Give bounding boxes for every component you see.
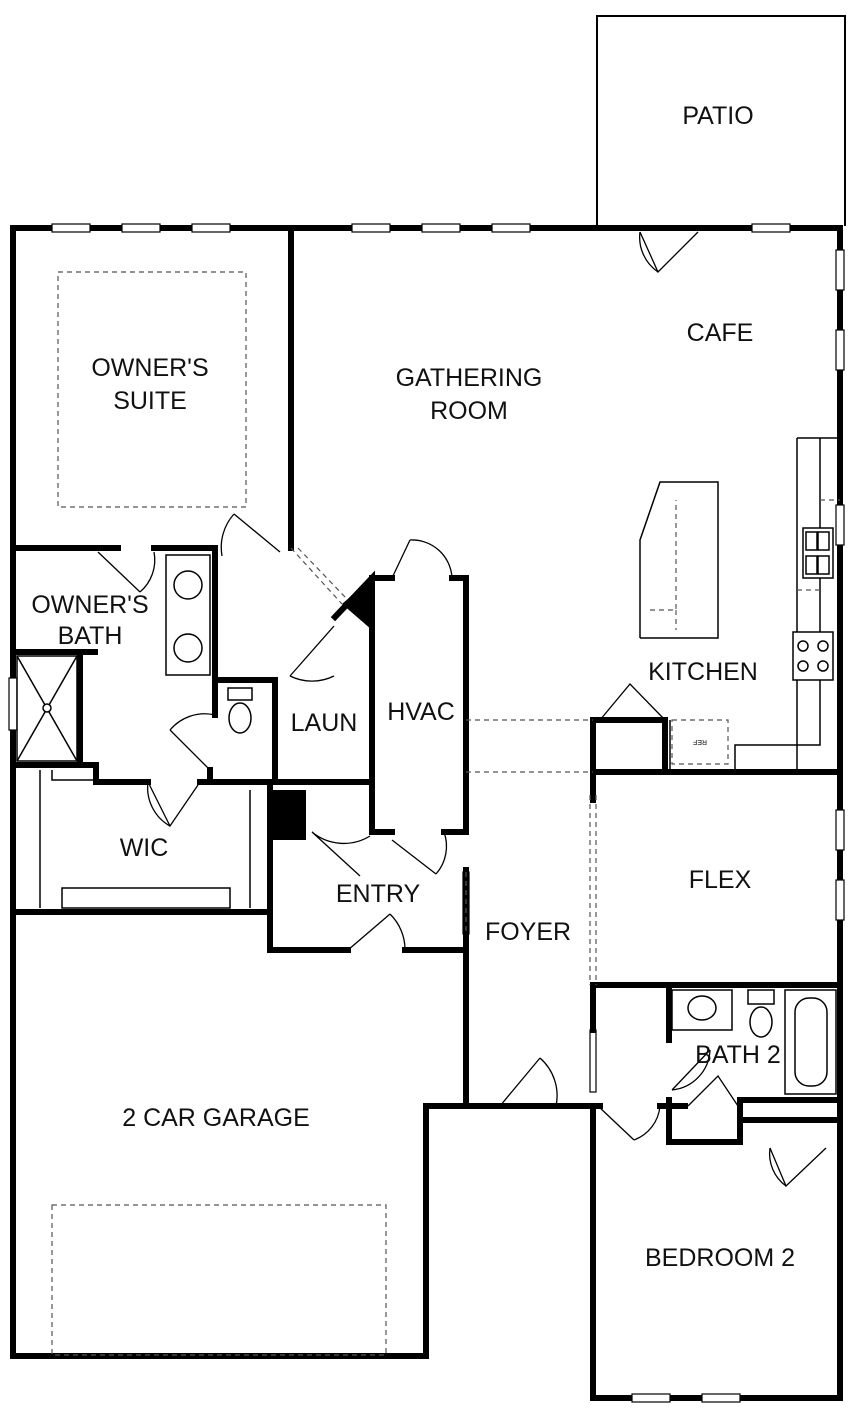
dashed-outlines [51,271,597,1356]
owners-suite-label-line2: SUITE [113,387,187,415]
foyer-label: FOYER [485,918,571,946]
patio-outline [596,15,846,226]
owners-bath-fixtures [16,554,253,762]
bedroom2-label: BEDROOM 2 [645,1244,795,1272]
wic-label: WIC [120,834,169,862]
bath2-label: BATH 2 [695,1041,781,1069]
bath2-fixtures [671,989,837,1095]
interior-walls [10,225,843,1145]
kitchen-label: KITCHEN [648,658,758,686]
patio-label: PATIO [682,102,753,130]
owners-bath-label-line2: BATH [58,622,123,650]
hvac-label: HVAC [387,698,455,726]
entry-label: ENTRY [336,880,421,908]
flex-label: FLEX [689,866,752,894]
doors [97,231,827,1188]
owners-bath-label-line1: OWNER'S [31,591,148,619]
wic-shelves [39,770,251,909]
kitchen-counters [639,437,840,770]
ref-label: REF [693,738,707,745]
cafe-label: CAFE [687,319,754,347]
owners-suite-label-line1: OWNER'S [91,354,208,382]
gathering-room-label-line2: ROOM [430,397,508,425]
gathering-room-label-line1: GATHERING [396,364,543,392]
laun-label: LAUN [291,709,358,737]
room-labels: PATIO CAFE GATHERING ROOM OWNER'S SUITE … [31,102,795,1272]
garage-label: 2 CAR GARAGE [122,1104,310,1132]
